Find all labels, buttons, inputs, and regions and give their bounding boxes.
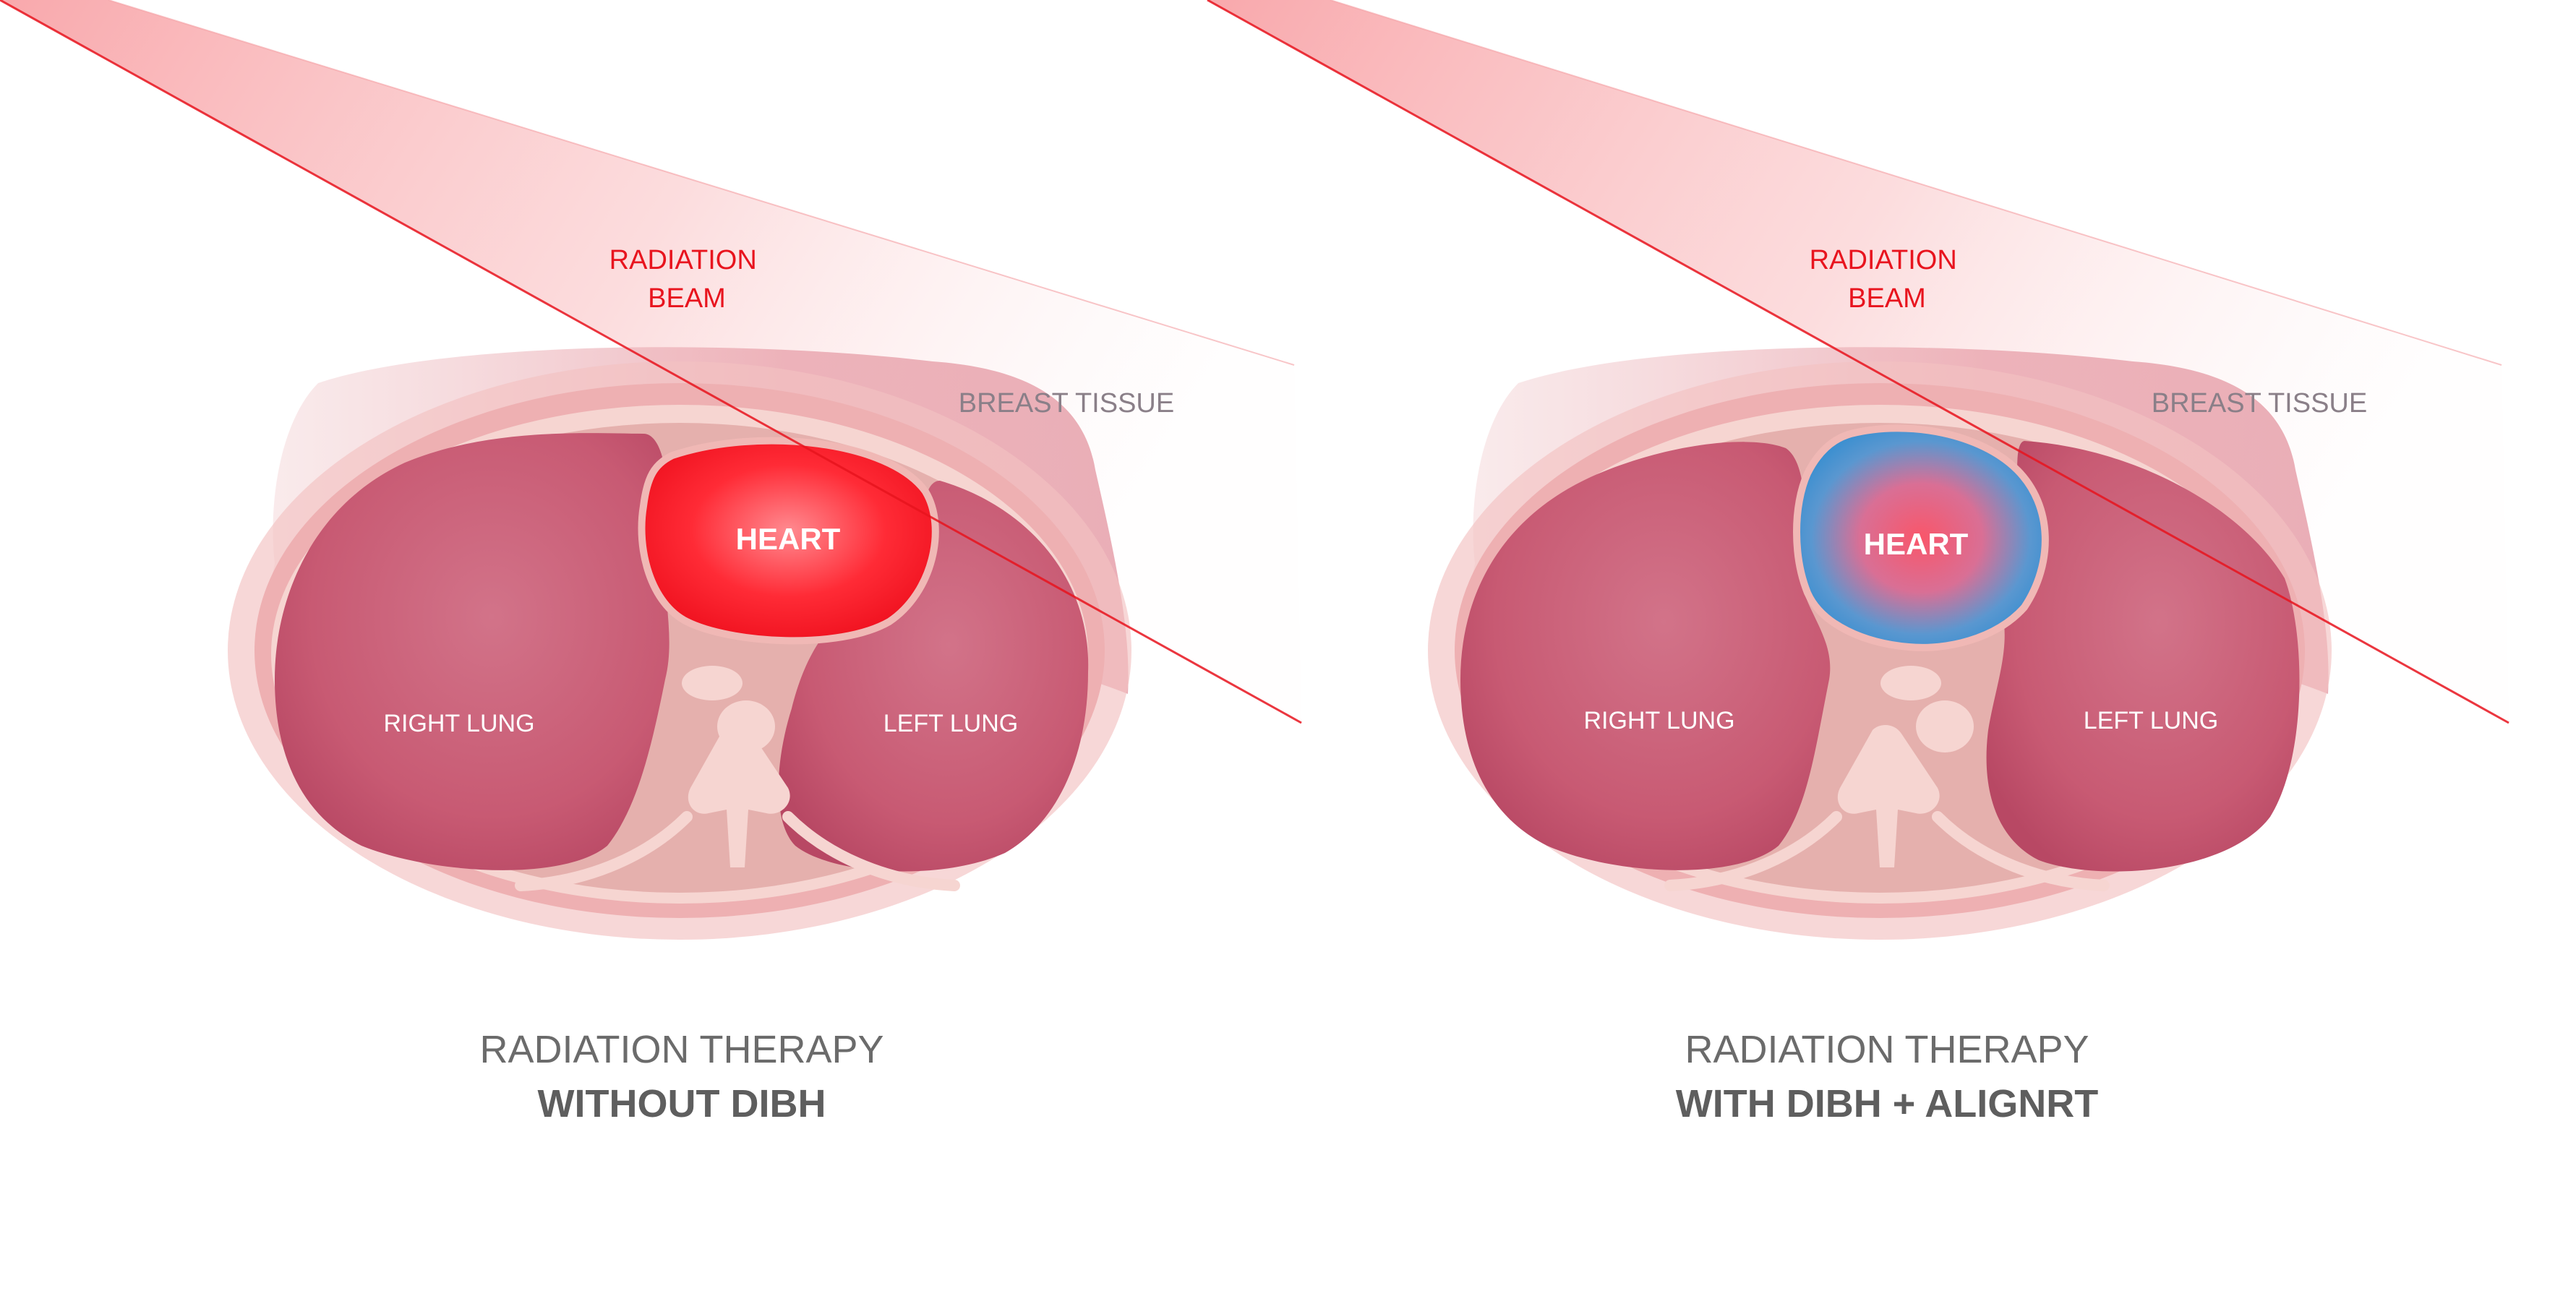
beam-edge-line-top — [108, 0, 1295, 366]
spine — [688, 725, 790, 867]
right-lung-label: RIGHT LUNG — [1583, 707, 1734, 734]
esophagus — [1880, 666, 1941, 700]
left-lung-label: LEFT LUNG — [2084, 707, 2218, 734]
breast-tissue-label: BREAST TISSUE — [2152, 388, 2367, 419]
radiation-beam-label: RADIATION BEAM — [1810, 245, 1965, 314]
beam-edge-line — [0, 0, 1302, 724]
spine — [1837, 725, 1940, 867]
rib-right — [782, 811, 960, 891]
aorta — [717, 700, 775, 752]
radiation-beam-label-line1: RADIATION — [1810, 245, 1957, 275]
heart-label: HEART — [1864, 527, 1969, 561]
rib-left — [1664, 811, 1842, 891]
panel-with-dibh-alignrt: RADIATION BEAM BREAST TISSUE HEART RIGHT… — [1207, 0, 2509, 1125]
radiation-beam-label: RADIATION BEAM — [609, 245, 765, 314]
right-lung — [275, 433, 669, 870]
caption-line2: WITH DIBH + ALIGNRT — [1676, 1082, 2098, 1125]
left-lung — [1986, 441, 2300, 872]
heart-label: HEART — [736, 522, 841, 556]
esophagus — [682, 666, 743, 700]
beam-edge-line-top — [1330, 0, 2502, 366]
aorta — [1916, 700, 1974, 752]
rib-left — [515, 811, 693, 891]
right-lung — [1460, 442, 1831, 870]
left-lung-label: LEFT LUNG — [883, 710, 1018, 737]
left-lung — [778, 481, 1089, 872]
beam-edge-line — [1207, 0, 2509, 724]
caption-line1: RADIATION THERAPY — [1685, 1028, 2089, 1071]
radiation-beam-label-line2: BEAM — [1848, 283, 1926, 314]
caption-line1: RADIATION THERAPY — [479, 1028, 883, 1071]
heart — [1793, 424, 2049, 651]
radiation-beam-label-line2: BEAM — [648, 283, 726, 314]
caption-line2: WITHOUT DIBH — [538, 1082, 826, 1125]
rib-right — [1932, 811, 2110, 891]
right-lung-label: RIGHT LUNG — [383, 710, 534, 737]
panel-without-dibh: RADIATION BEAM BREAST TISSUE HEART RIGHT… — [0, 0, 1302, 1125]
breast-tissue-label: BREAST TISSUE — [959, 388, 1174, 419]
heart — [638, 437, 939, 645]
radiation-beam-label-line1: RADIATION — [609, 245, 757, 275]
